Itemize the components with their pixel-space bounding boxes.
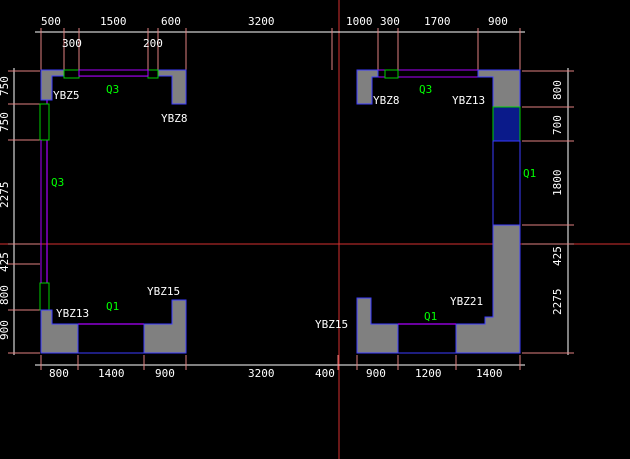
left-unit: [39, 69, 187, 354]
dim-right-2: 700: [551, 115, 564, 135]
dim-bottom-8: 1400: [476, 367, 503, 380]
column-ybz13-left: [40, 309, 79, 354]
dim-bottom-7: 1200: [415, 367, 442, 380]
label-ybz15-left: YBZ15: [147, 285, 180, 298]
dim-top-3: 1500: [100, 15, 127, 28]
right-unit: [356, 69, 521, 354]
label-q1-bottom-left: Q1: [106, 300, 119, 313]
opening-hatched: [492, 106, 521, 142]
opening-left-2: [39, 282, 50, 311]
opening-left-1: [39, 103, 50, 141]
dimensions-right: 800 700 1800 425 2275: [551, 80, 564, 315]
wall-top-q3-band: [78, 69, 149, 77]
column-labels: YBZ5 YBZ8 YBZ8 YBZ13 YBZ13 YBZ15 YBZ15 Y…: [53, 89, 485, 331]
dim-top-9: 1700: [424, 15, 451, 28]
dim-left-2: 750: [0, 112, 11, 132]
label-q3-left: Q3: [51, 176, 64, 189]
opening-top-3: [384, 69, 399, 79]
dim-left-4: 425: [0, 252, 11, 272]
dim-bottom-4: 3200: [248, 367, 275, 380]
column-ybz5: [40, 69, 187, 105]
dim-top-8: 300: [380, 15, 400, 28]
dim-bottom-2: 1400: [98, 367, 125, 380]
label-ybz8-right: YBZ8: [373, 94, 400, 107]
column-ybz8-right: [356, 69, 379, 105]
extension-lines: [8, 28, 574, 370]
label-ybz21: YBZ21: [450, 295, 483, 308]
label-ybz8-left: YBZ8: [161, 112, 188, 125]
dim-top-7: 1000: [346, 15, 373, 28]
wall-labels: Q3 Q3 Q3 Q1 Q1 Q1: [51, 83, 536, 323]
opening-top-2: [147, 69, 159, 79]
dimensions-left: 750 750 2275 425 800 900: [0, 76, 11, 340]
dim-left-6: 900: [0, 320, 11, 340]
dim-top-6: 3200: [248, 15, 275, 28]
dimensions-bottom: 800 1400 900 3200 400 900 1200 1400: [49, 367, 503, 380]
dim-top-5: 600: [161, 15, 181, 28]
label-q1-bottom-right: Q1: [424, 310, 437, 323]
wall-q1-right: [492, 140, 521, 226]
dim-right-5: 2275: [551, 289, 564, 316]
dim-left-1: 750: [0, 76, 11, 96]
label-q1-right: Q1: [523, 167, 536, 180]
dimensions-top: 500 300 1500 200 600 3200 1000 300 1700 …: [41, 15, 508, 50]
label-q3-top-right: Q3: [419, 83, 432, 96]
dim-top-10: 900: [488, 15, 508, 28]
label-ybz15-right: YBZ15: [315, 318, 348, 331]
dim-bottom-3: 900: [155, 367, 175, 380]
dim-left-3: 2275: [0, 182, 11, 209]
label-ybz13-left: YBZ13: [56, 307, 89, 320]
dim-right-3: 1800: [551, 170, 564, 197]
dim-right-4: 425: [551, 246, 564, 266]
opening-top-1: [63, 69, 80, 79]
dimension-lines: [13, 31, 569, 366]
dim-bottom-5: 400: [315, 367, 335, 380]
dim-bottom-6: 900: [366, 367, 386, 380]
label-ybz13-right: YBZ13: [452, 94, 485, 107]
label-q3-top-left: Q3: [106, 83, 119, 96]
dim-top-1: 500: [41, 15, 61, 28]
dim-right-1: 800: [551, 80, 564, 100]
dim-top-2: 300: [62, 37, 82, 50]
dim-bottom-1: 800: [49, 367, 69, 380]
dim-top-4: 200: [143, 37, 163, 50]
label-ybz5: YBZ5: [53, 89, 80, 102]
dim-left-5: 800: [0, 285, 11, 305]
